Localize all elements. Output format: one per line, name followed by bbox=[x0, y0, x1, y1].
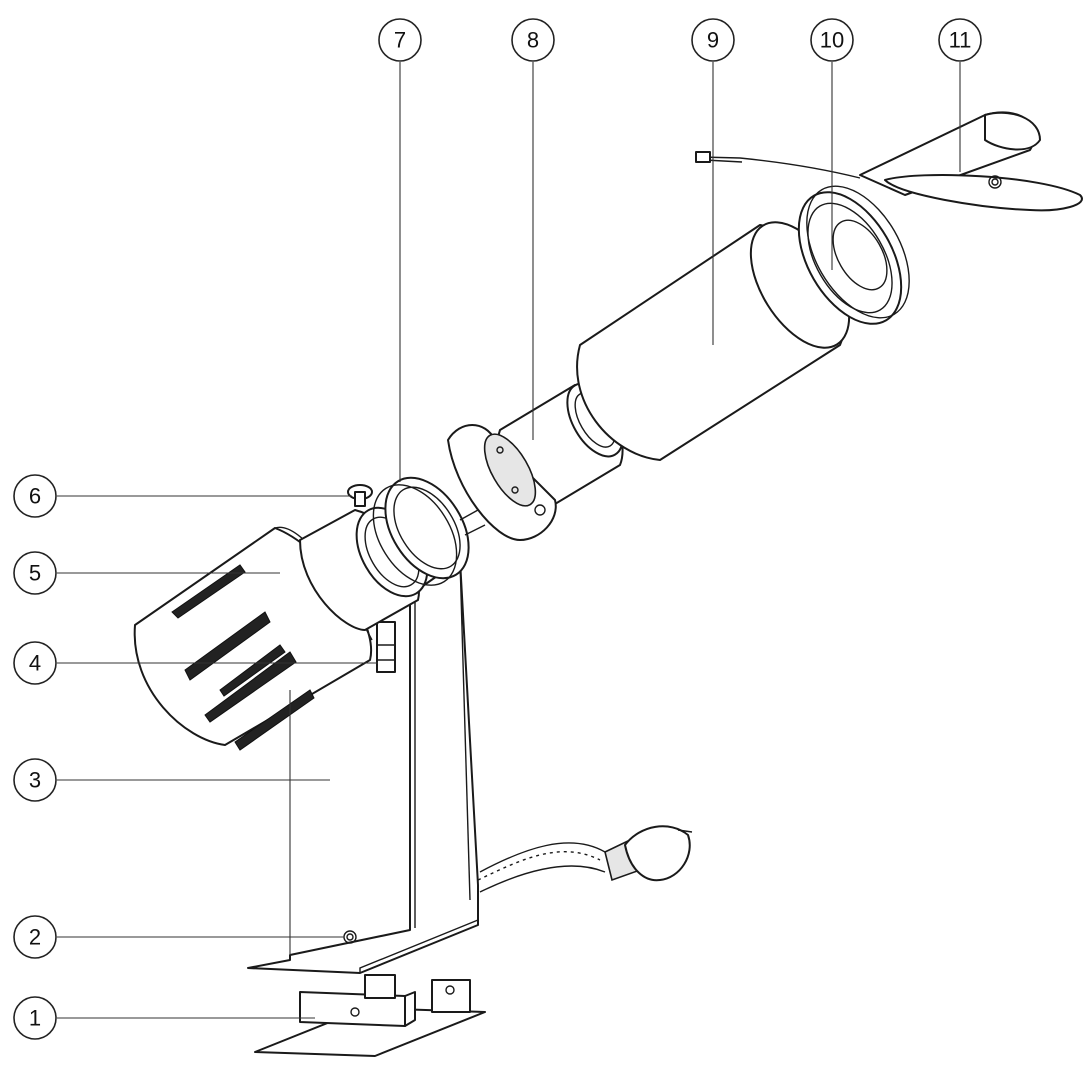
callout-5: 5 bbox=[13, 551, 57, 595]
callout-1: 1 bbox=[13, 996, 57, 1040]
callout-2: 2 bbox=[13, 915, 57, 959]
part-9-cylinder-body bbox=[576, 221, 851, 461]
callout-label-8: 8 bbox=[527, 28, 539, 53]
callout-10: 10 bbox=[810, 18, 854, 62]
callout-label-10: 10 bbox=[820, 28, 844, 53]
callout-label-4: 4 bbox=[29, 651, 41, 676]
callout-label-5: 5 bbox=[29, 561, 41, 586]
part-10-ring bbox=[797, 185, 910, 325]
part-4-clip bbox=[376, 621, 396, 673]
callout-7: 7 bbox=[378, 18, 422, 62]
part-11-sensor-head bbox=[695, 111, 1083, 212]
part-2-screw bbox=[343, 930, 357, 944]
part-7-seal-rings bbox=[372, 476, 470, 586]
callout-label-2: 2 bbox=[29, 925, 41, 950]
leader-lines bbox=[57, 62, 961, 1019]
callout-9: 9 bbox=[691, 18, 735, 62]
callout-3: 3 bbox=[13, 758, 57, 802]
power-cable bbox=[477, 825, 693, 893]
callout-8: 8 bbox=[511, 18, 555, 62]
callout-label-6: 6 bbox=[29, 484, 41, 509]
inner-tube bbox=[299, 506, 429, 631]
part-1-base-bracket bbox=[254, 974, 486, 1057]
callout-label-1: 1 bbox=[29, 1006, 41, 1031]
callout-4: 4 bbox=[13, 641, 57, 685]
callout-6: 6 bbox=[13, 474, 57, 518]
callout-label-11: 11 bbox=[949, 28, 972, 53]
callout-label-9: 9 bbox=[707, 28, 719, 53]
callout-label-7: 7 bbox=[394, 28, 406, 53]
part-6-screw bbox=[347, 484, 373, 507]
callout-11: 11 bbox=[938, 18, 982, 62]
callout-label-3: 3 bbox=[29, 768, 41, 793]
